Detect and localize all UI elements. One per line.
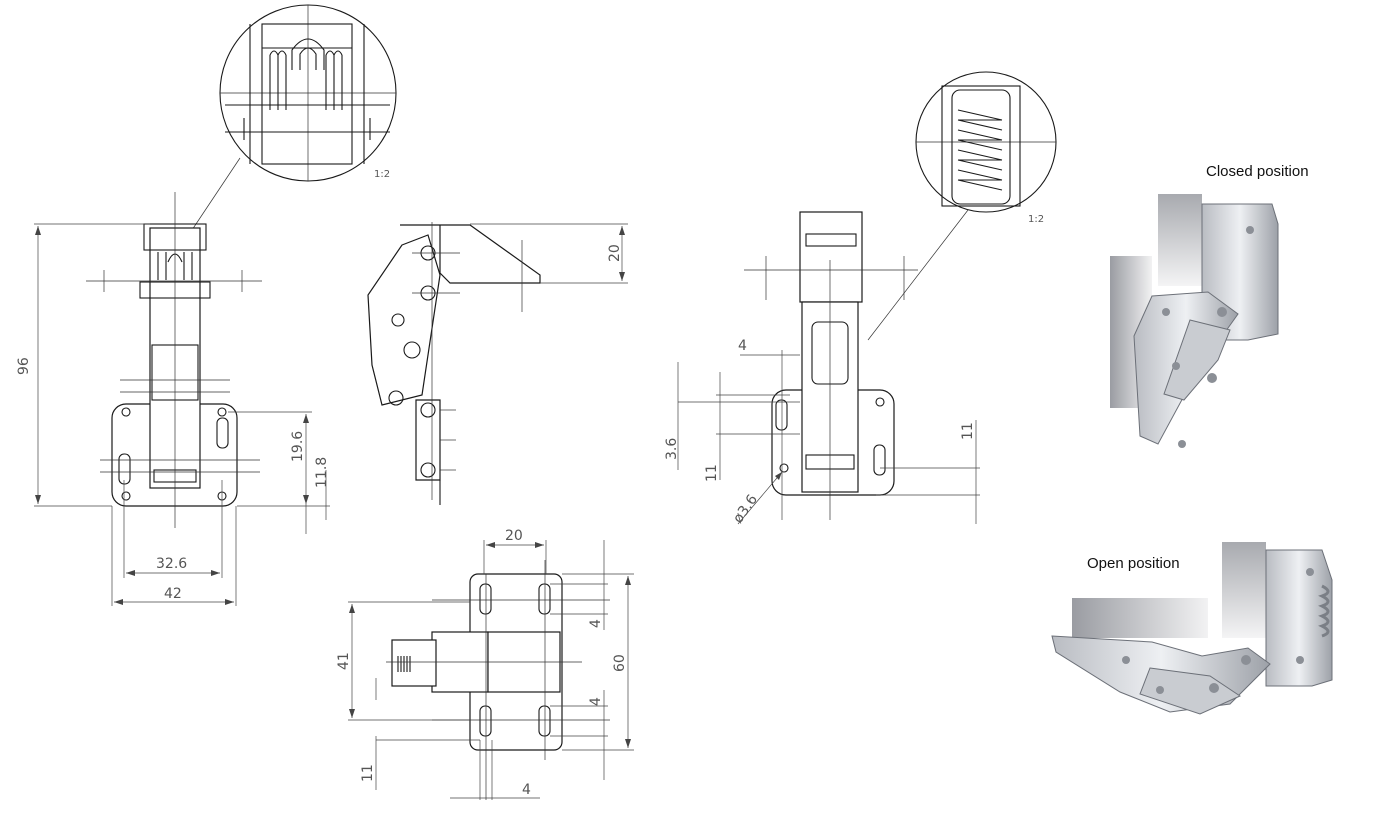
- right-view: 1:2 4 3.6 11 ø3.6: [664, 71, 1057, 527]
- dim-left-height: 3.6: [664, 438, 680, 460]
- dim-outer-width: 42: [164, 586, 182, 602]
- right-spring-detail: 1:2: [915, 71, 1057, 225]
- dim-slot-width: 4: [522, 782, 531, 798]
- right-detail-scale: 1:2: [1028, 214, 1044, 225]
- dim-slot-spacing: 20: [505, 528, 523, 544]
- front-detail-scale: 1:2: [374, 169, 390, 180]
- dim-hole-diameter: ø3.6: [730, 492, 761, 527]
- closed-position-photo: Closed position: [1110, 163, 1309, 448]
- side-view: 20: [367, 222, 628, 505]
- dim-right-offset: 11: [960, 422, 976, 440]
- dim-slot-len-top: 4: [588, 619, 604, 628]
- dim-edge-offset: 11: [360, 764, 376, 782]
- dim-hole-offset-b: 11.8: [314, 457, 330, 488]
- dim-height: 96: [16, 357, 32, 375]
- closed-position-caption: Closed position: [1206, 163, 1309, 180]
- dim-slot-len-bottom: 4: [588, 697, 604, 706]
- dim-top-gap: 4: [738, 338, 747, 354]
- dim-left-offset: 11: [704, 464, 720, 482]
- front-spring-detail: 1:2: [219, 4, 397, 182]
- dim-top-offset: 20: [607, 244, 623, 262]
- dim-total-height: 60: [612, 654, 628, 672]
- open-position-caption: Open position: [1087, 555, 1180, 572]
- dim-inner-width: 32.6: [156, 556, 187, 572]
- front-view: 1:2 96 19: [16, 4, 397, 606]
- open-position-photo: Open position: [1051, 542, 1333, 715]
- plate-view: 20 60 4 4 41 11 4: [336, 528, 634, 800]
- dim-hole-offset-a: 19.6: [290, 431, 306, 462]
- dim-inner-height: 41: [336, 652, 352, 670]
